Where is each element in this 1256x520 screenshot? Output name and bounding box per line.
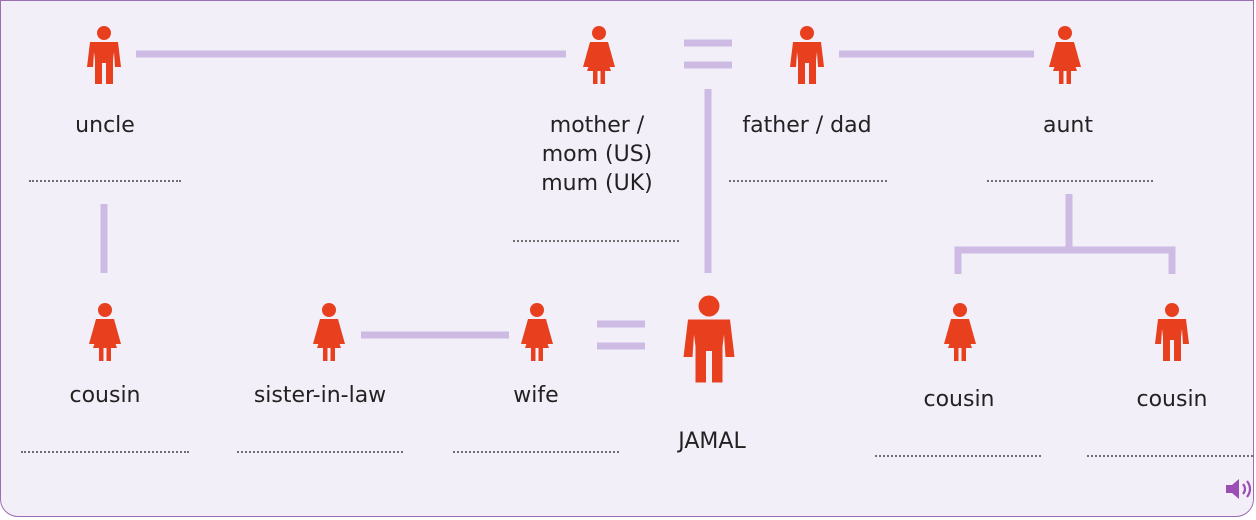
mother-label: mother / mom (US) mum (UK) [541,113,653,196]
cousin-right-1-label: cousin [923,387,995,412]
male-person-icon [1155,303,1189,361]
female-person-icon [944,303,976,361]
cousin-right-1-answer-blank[interactable] [875,455,1041,457]
father-answer-blank[interactable] [729,180,887,182]
parents-equals-sign [684,39,732,69]
cousin-left-label: cousin [69,383,141,408]
aunt-label: aunt [1043,113,1093,138]
mother-answer-blank[interactable] [513,240,679,242]
male-person-icon [87,26,121,84]
marriage-symbols [597,39,732,350]
male-person-icon [790,26,824,84]
wife-answer-blank[interactable] [453,451,619,453]
aunt-answer-blank[interactable] [987,180,1153,182]
sister-in-law-label: sister-in-law [253,383,387,408]
wife-label: wife [513,383,559,408]
female-person-icon [313,303,345,361]
female-person-icon [1049,26,1081,84]
uncle-answer-blank[interactable] [29,180,181,182]
father-label: father / dad [742,113,872,138]
jamal-wife-equals-sign [597,320,645,350]
uncle-label: uncle [75,113,135,138]
female-person-icon [89,303,121,361]
cousin-left-answer-blank[interactable] [21,451,189,453]
female-person-icon [521,303,553,361]
connector-lines [100,50,1176,339]
cousin-right-2-answer-blank[interactable] [1087,455,1253,457]
jamal-label: JAMAL [678,429,746,454]
cousin-right-2-label: cousin [1136,387,1208,412]
male-person-icon [683,295,735,383]
aunt-children-branch [954,246,1176,274]
sister-in-law-answer-blank[interactable] [237,451,403,453]
female-person-icon [583,26,615,84]
speaker-audio-icon [1226,479,1252,499]
audio-play-button[interactable] [1223,475,1255,503]
